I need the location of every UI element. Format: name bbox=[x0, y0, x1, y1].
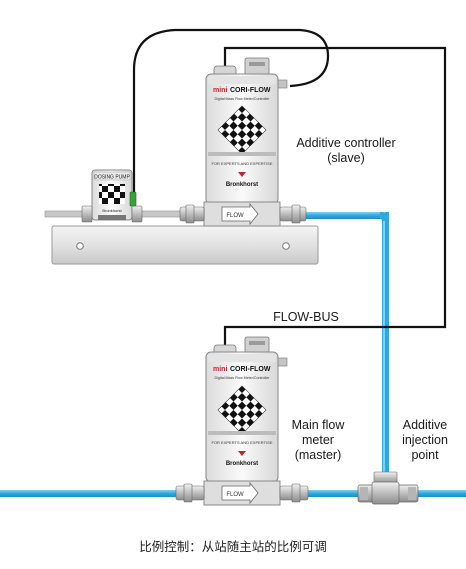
master-maker: Bronkhorst bbox=[226, 461, 258, 467]
additive-pipe-bend bbox=[380, 212, 389, 221]
slave-label: Additive controller (slave) bbox=[286, 136, 406, 166]
injection-label-line2: injection bbox=[402, 433, 448, 447]
master-flow-arrow bbox=[221, 481, 259, 505]
additive-pipe-horizontal bbox=[306, 212, 386, 219]
main-pipe-left bbox=[0, 490, 178, 497]
plate-bolt-right bbox=[282, 242, 290, 250]
slave-label-line2: (slave) bbox=[327, 151, 365, 165]
master-label-line3: (master) bbox=[294, 448, 342, 462]
slave-subtitle: Digital Mass Flow Meter/Controller bbox=[215, 97, 271, 101]
slave-flow-arrow bbox=[221, 202, 259, 226]
slave-flow-label: FLOW bbox=[226, 213, 244, 219]
master-tagline: FOR EXPERTS AND EXPERTISE bbox=[212, 440, 273, 445]
flowbus-cable bbox=[132, 28, 447, 350]
main-pipe-mid bbox=[306, 490, 358, 497]
mounting-plate bbox=[51, 225, 319, 265]
master-brand: mini bbox=[213, 366, 227, 373]
figure-caption: 比例控制：从站随主站的比例可调 bbox=[139, 539, 327, 554]
injection-label-line3: point bbox=[411, 448, 439, 462]
slave-device: mini CORI-FLOW Digital Mass Flow Meter/C… bbox=[179, 57, 307, 227]
master-subtitle: Digital Mass Flow Meter/Controller bbox=[215, 376, 271, 380]
dosing-pump: DOSING PUMP Bronkhorst bbox=[81, 169, 143, 223]
pump-connector bbox=[129, 191, 137, 207]
pump-maker: Bronkhorst bbox=[102, 208, 122, 213]
master-label-line1: Main flow bbox=[291, 418, 345, 432]
slave-maker: Bronkhorst bbox=[226, 182, 258, 188]
pump-title: DOSING PUMP bbox=[94, 175, 130, 181]
slave-brand: mini bbox=[213, 87, 227, 94]
master-device: mini CORI-FLOW Digital Mass Flow Meter/C… bbox=[175, 336, 309, 506]
injection-label: Additive injection point bbox=[390, 418, 460, 463]
additive-pipe-vertical bbox=[382, 212, 389, 478]
slave-brand-name: CORI-FLOW bbox=[230, 87, 271, 94]
pipes bbox=[0, 212, 466, 497]
slave-label-line1: Additive controller bbox=[296, 136, 396, 150]
master-flow-label: FLOW bbox=[226, 492, 244, 498]
main-pipe-right bbox=[418, 490, 466, 497]
plate-bolt-left bbox=[76, 242, 84, 250]
injection-label-line1: Additive bbox=[402, 418, 448, 432]
flowbus-label: FLOW-BUS bbox=[273, 310, 339, 324]
injection-tee bbox=[357, 471, 419, 505]
master-label-line2: meter bbox=[302, 433, 334, 447]
slave-tagline: FOR EXPERTS AND EXPERTISE bbox=[212, 161, 273, 166]
master-label: Main flow meter (master) bbox=[282, 418, 354, 463]
master-brand-name: CORI-FLOW bbox=[230, 366, 271, 373]
